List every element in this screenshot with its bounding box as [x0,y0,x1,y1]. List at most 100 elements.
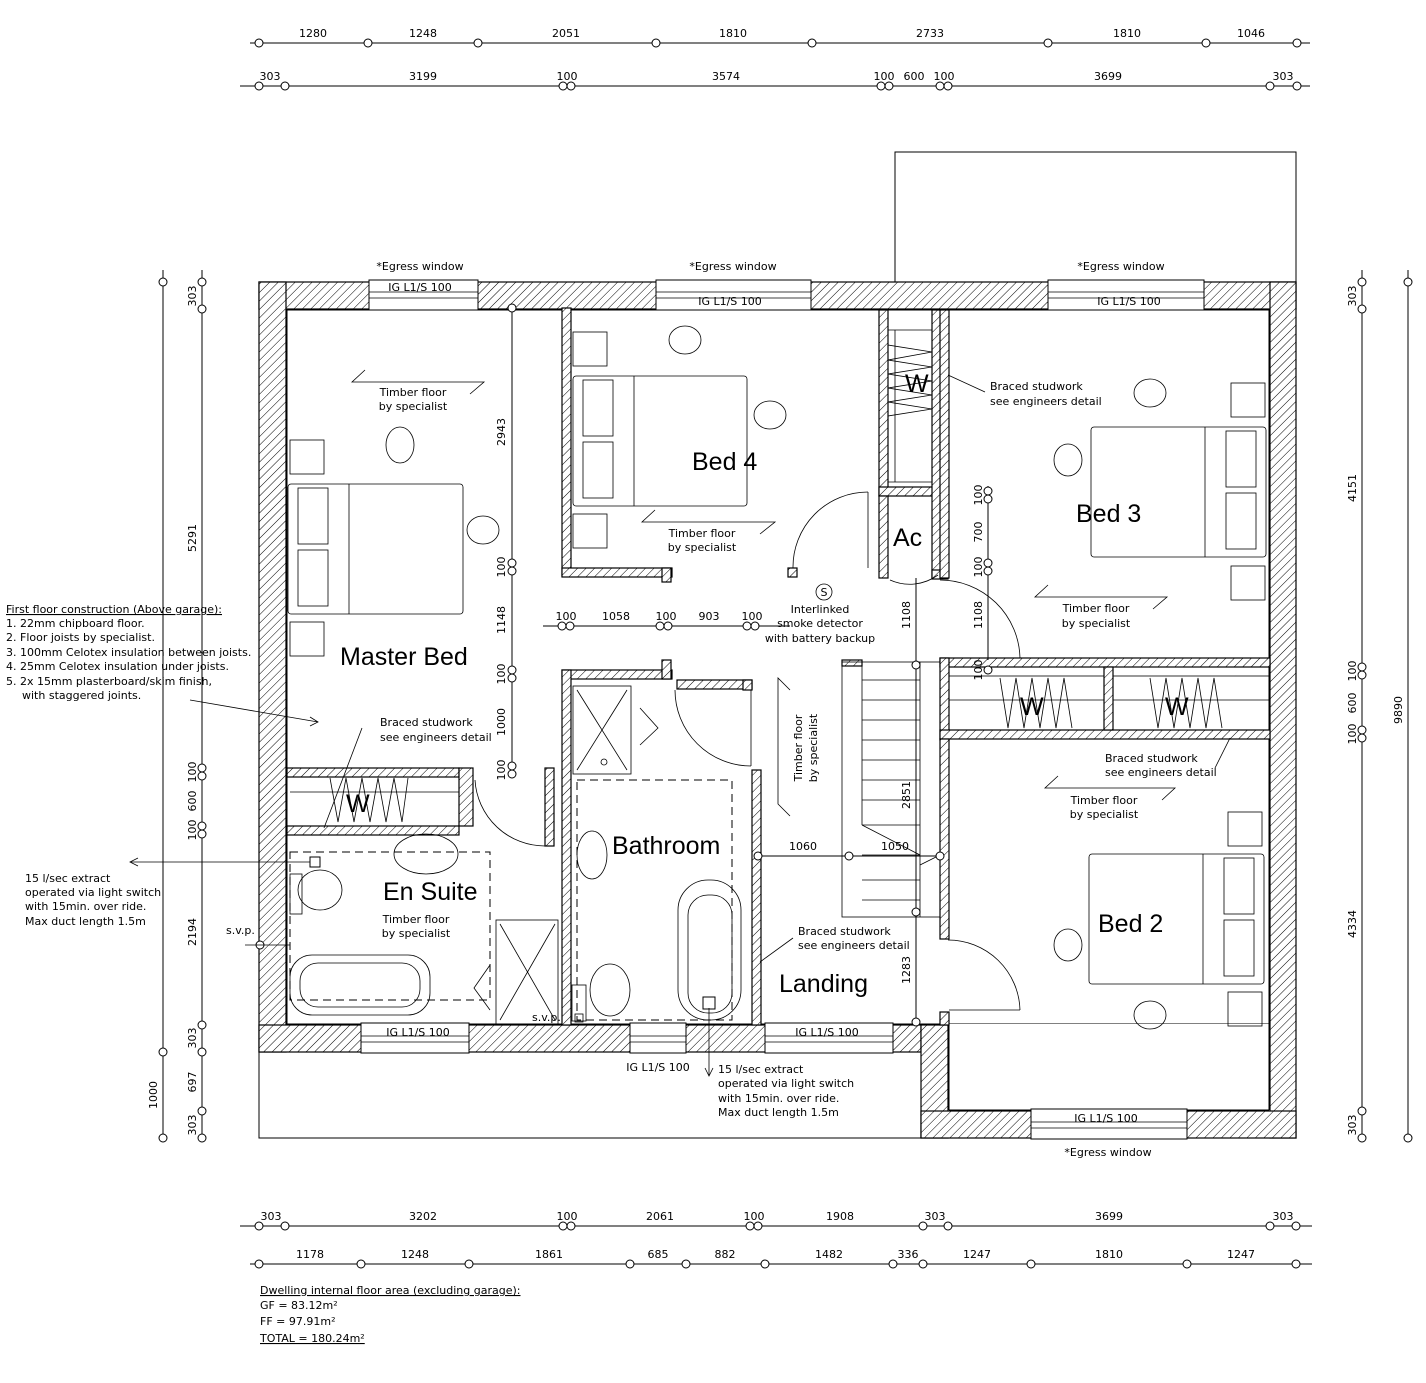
extract-note: operated via light switch [25,886,161,899]
inner-dimensions: 2943 100 1148 100 1000 100 100 1058 100 … [495,303,993,1027]
construction-item: with staggered joints. [22,689,141,702]
dim-label: 303 [261,1210,282,1223]
en-suite-fixtures [289,833,559,1025]
timber-floor-note: Timber floor [1070,794,1138,807]
dim-label: 700 [972,522,985,543]
dim-label: 100 [656,610,677,623]
dim-label: 303 [1346,286,1359,307]
room-bed-2: Bed 2 [1098,910,1163,938]
smoke-detector: S Interlinked smoke detector with batter… [765,583,875,645]
dim-label: 1050 [881,840,909,853]
timber-floor-note: by specialist [807,713,820,782]
extract-notes: 15 l/sec extract operated via light swit… [25,857,854,1119]
dim-label: 336 [898,1248,919,1261]
dim-label: 100 [972,485,985,506]
construction-item: 1. 22mm chipboard floor. [6,617,145,630]
timber-floor-note: by specialist [382,927,451,940]
svp-markers: s.v.p. s.v.p. [226,924,584,1024]
timber-floor-note: by specialist [668,541,737,554]
room-en-suite: En Suite [383,878,478,906]
dim-label: 600 [1346,693,1359,714]
dim-label: 1810 [1095,1248,1123,1261]
dim-label: 1810 [719,27,747,40]
dim-label: 2194 [186,918,199,946]
dim-label: 100 [557,70,578,83]
braced-note: Braced studwork [990,380,1083,393]
dim-label: 1000 [495,708,508,736]
staircase [841,661,941,918]
dim-label: 1248 [401,1248,429,1261]
smoke-note: with battery backup [765,632,875,645]
dim-label: 100 [934,70,955,83]
area-gf: GF = 83.12m² [260,1299,338,1312]
construction-item: 4. 25mm Celotex insulation under joists. [6,660,229,673]
construction-title: First floor construction (Above garage): [6,603,222,616]
dim-label: 303 [186,1028,199,1049]
dim-label: 3699 [1094,70,1122,83]
dim-label: 3199 [409,70,437,83]
dim-label: 303 [1273,70,1294,83]
dim-label: 4151 [1346,474,1359,502]
floor-area-summary: Dwelling internal floor area (excluding … [259,1284,520,1345]
construction-note: First floor construction (Above garage):… [6,603,319,727]
timber-floor-notes: Timber floor by specialist Timber floor … [350,369,1177,940]
svp-label: s.v.p. [532,1011,561,1024]
bottom-dimension-line-1: 303 3202 100 2061 100 1908 303 3699 303 [240,1210,1312,1231]
top-dimension-line-2: 303 3199 100 3574 100 600 100 3699 303 [240,70,1310,91]
dim-label: 303 [925,1210,946,1223]
extract-note: Max duct length 1.5m [718,1106,839,1119]
egress-label: *Egress window [1064,1146,1151,1159]
dim-label: 4334 [1346,910,1359,938]
timber-floor-note: Timber floor [792,714,805,782]
room-ac: Ac [893,524,922,552]
dim-label: 100 [742,610,763,623]
room-landing: Landing [779,970,868,998]
dim-label: 697 [186,1072,199,1093]
extract-note: 15 l/sec extract [718,1063,804,1076]
dim-label: 1108 [972,601,985,629]
extract-note: operated via light switch [718,1077,854,1090]
smoke-note: smoke detector [777,617,863,630]
dim-label: 1908 [826,1210,854,1223]
windows [360,279,1205,1140]
dim-label: 903 [699,610,720,623]
braced-note: see engineers detail [1105,766,1217,779]
dim-label: 600 [904,70,925,83]
dim-label: 303 [1273,1210,1294,1223]
dim-label: 2851 [900,781,913,809]
room-bed-3: Bed 3 [1076,500,1141,528]
dim-label: 303 [1346,1115,1359,1136]
dim-label: 1046 [1237,27,1265,40]
area-ff: FF = 97.91m² [260,1315,335,1328]
area-total: TOTAL = 180.24m² [259,1332,365,1345]
dim-label: 882 [715,1248,736,1261]
dim-label: 1861 [535,1248,563,1261]
dim-label: 600 [186,791,199,812]
window-spec: IG L1/S 100 [698,295,762,308]
wardrobe-right: W W [948,675,1270,731]
dim-label: 1148 [495,606,508,634]
dim-label: 100 [972,557,985,578]
window-spec: IG L1/S 100 [626,1061,690,1074]
braced-studwork-notes: Braced studwork see engineers detail Bra… [323,374,1231,963]
door-swings [474,491,1021,1011]
braced-note: Braced studwork [380,716,473,729]
braced-note: Braced studwork [798,925,891,938]
dim-label: 1248 [409,27,437,40]
timber-floor-note: Timber floor [382,913,450,926]
wardrobe-label: W [1020,693,1044,721]
timber-floor-note: by specialist [1062,617,1131,630]
wardrobe-master: W [290,777,459,823]
bed-4-furniture [572,325,787,549]
dim-label: 3202 [409,1210,437,1223]
braced-note: see engineers detail [990,395,1102,408]
dim-label: 1247 [1227,1248,1255,1261]
wardrobe-label: W [1165,693,1189,721]
wardrobe-label: W [346,790,370,818]
braced-note: see engineers detail [798,939,910,952]
egress-label: *Egress window [376,260,463,273]
egress-label: *Egress window [1077,260,1164,273]
dim-label: 2733 [916,27,944,40]
svp-label: s.v.p. [226,924,255,937]
timber-floor-note: by specialist [379,400,448,413]
